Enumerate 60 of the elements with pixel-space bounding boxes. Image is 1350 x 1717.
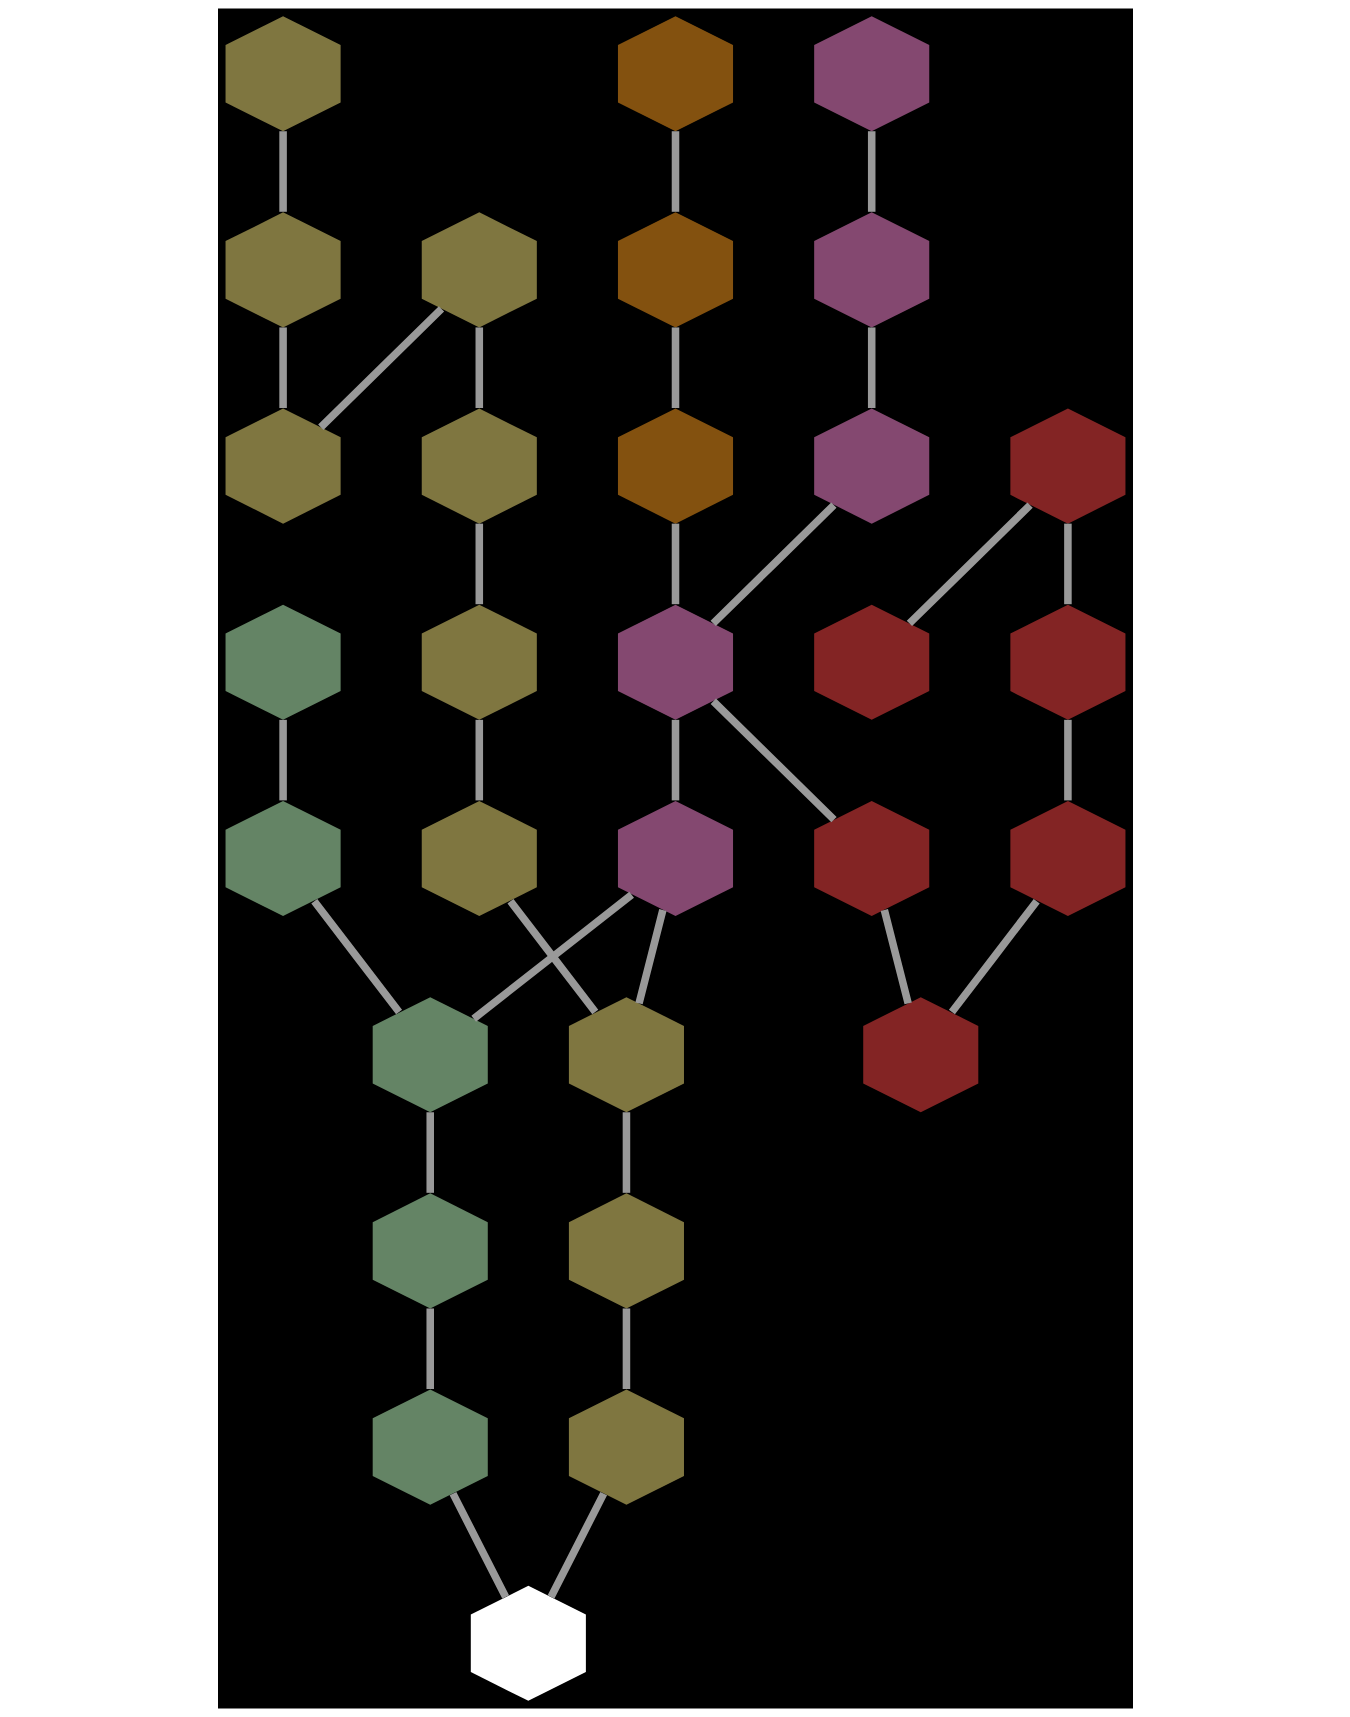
node-hexagon [813,408,929,524]
connector [507,898,598,1015]
node-hexagon [421,212,537,328]
connector [1063,523,1072,605]
connector [867,327,875,408]
connector [906,502,1033,627]
connector [634,909,666,1005]
connector [1063,719,1072,801]
node-hexagon [225,604,341,720]
node-hexagon [225,800,341,917]
node-hexagon [813,16,929,132]
connector [622,1112,630,1193]
node-hexagon [617,800,733,917]
node-hexagon [421,800,537,917]
node-hexagon [225,16,341,132]
connector [710,502,837,627]
node-hexagon [470,1585,586,1701]
connector [710,698,837,823]
connector [671,719,679,801]
node-hexagon [617,212,733,328]
node-hexagon [568,1193,684,1309]
connector [547,1491,607,1599]
connector [671,131,679,212]
connector [278,719,287,801]
connector [671,327,679,408]
node-hexagon [225,212,341,328]
node-hexagon [225,408,341,524]
node-hexagon [617,16,733,132]
connector [880,909,912,1005]
connector [317,306,444,430]
connector [475,327,483,408]
node-hexagon [372,1193,488,1309]
connector [278,131,287,212]
node-hexagon [813,212,929,328]
node-hexagon [862,997,978,1113]
node-hexagon [813,604,929,720]
node-hexagon [568,997,684,1113]
connector [622,1308,630,1390]
connector [475,719,483,801]
connector [475,523,483,605]
node-hexagon [617,408,733,524]
connector [425,1112,434,1193]
node-hexagon [1009,408,1125,524]
node-hexagon [421,604,537,720]
connector [449,1491,509,1599]
node-hexagon [372,997,488,1113]
connector [310,898,402,1015]
connector [867,131,875,212]
node-hexagon [1009,604,1125,720]
node-hexagon [568,1389,684,1505]
node-hexagon [813,800,929,917]
node-hexagon [1009,800,1125,917]
node-hexagon [421,408,537,524]
connector [470,891,634,1022]
connector [948,898,1040,1015]
connector [278,327,287,408]
connector [671,523,679,605]
connector [425,1308,434,1390]
node-hexagon [372,1389,488,1505]
node-hexagon [617,604,733,720]
